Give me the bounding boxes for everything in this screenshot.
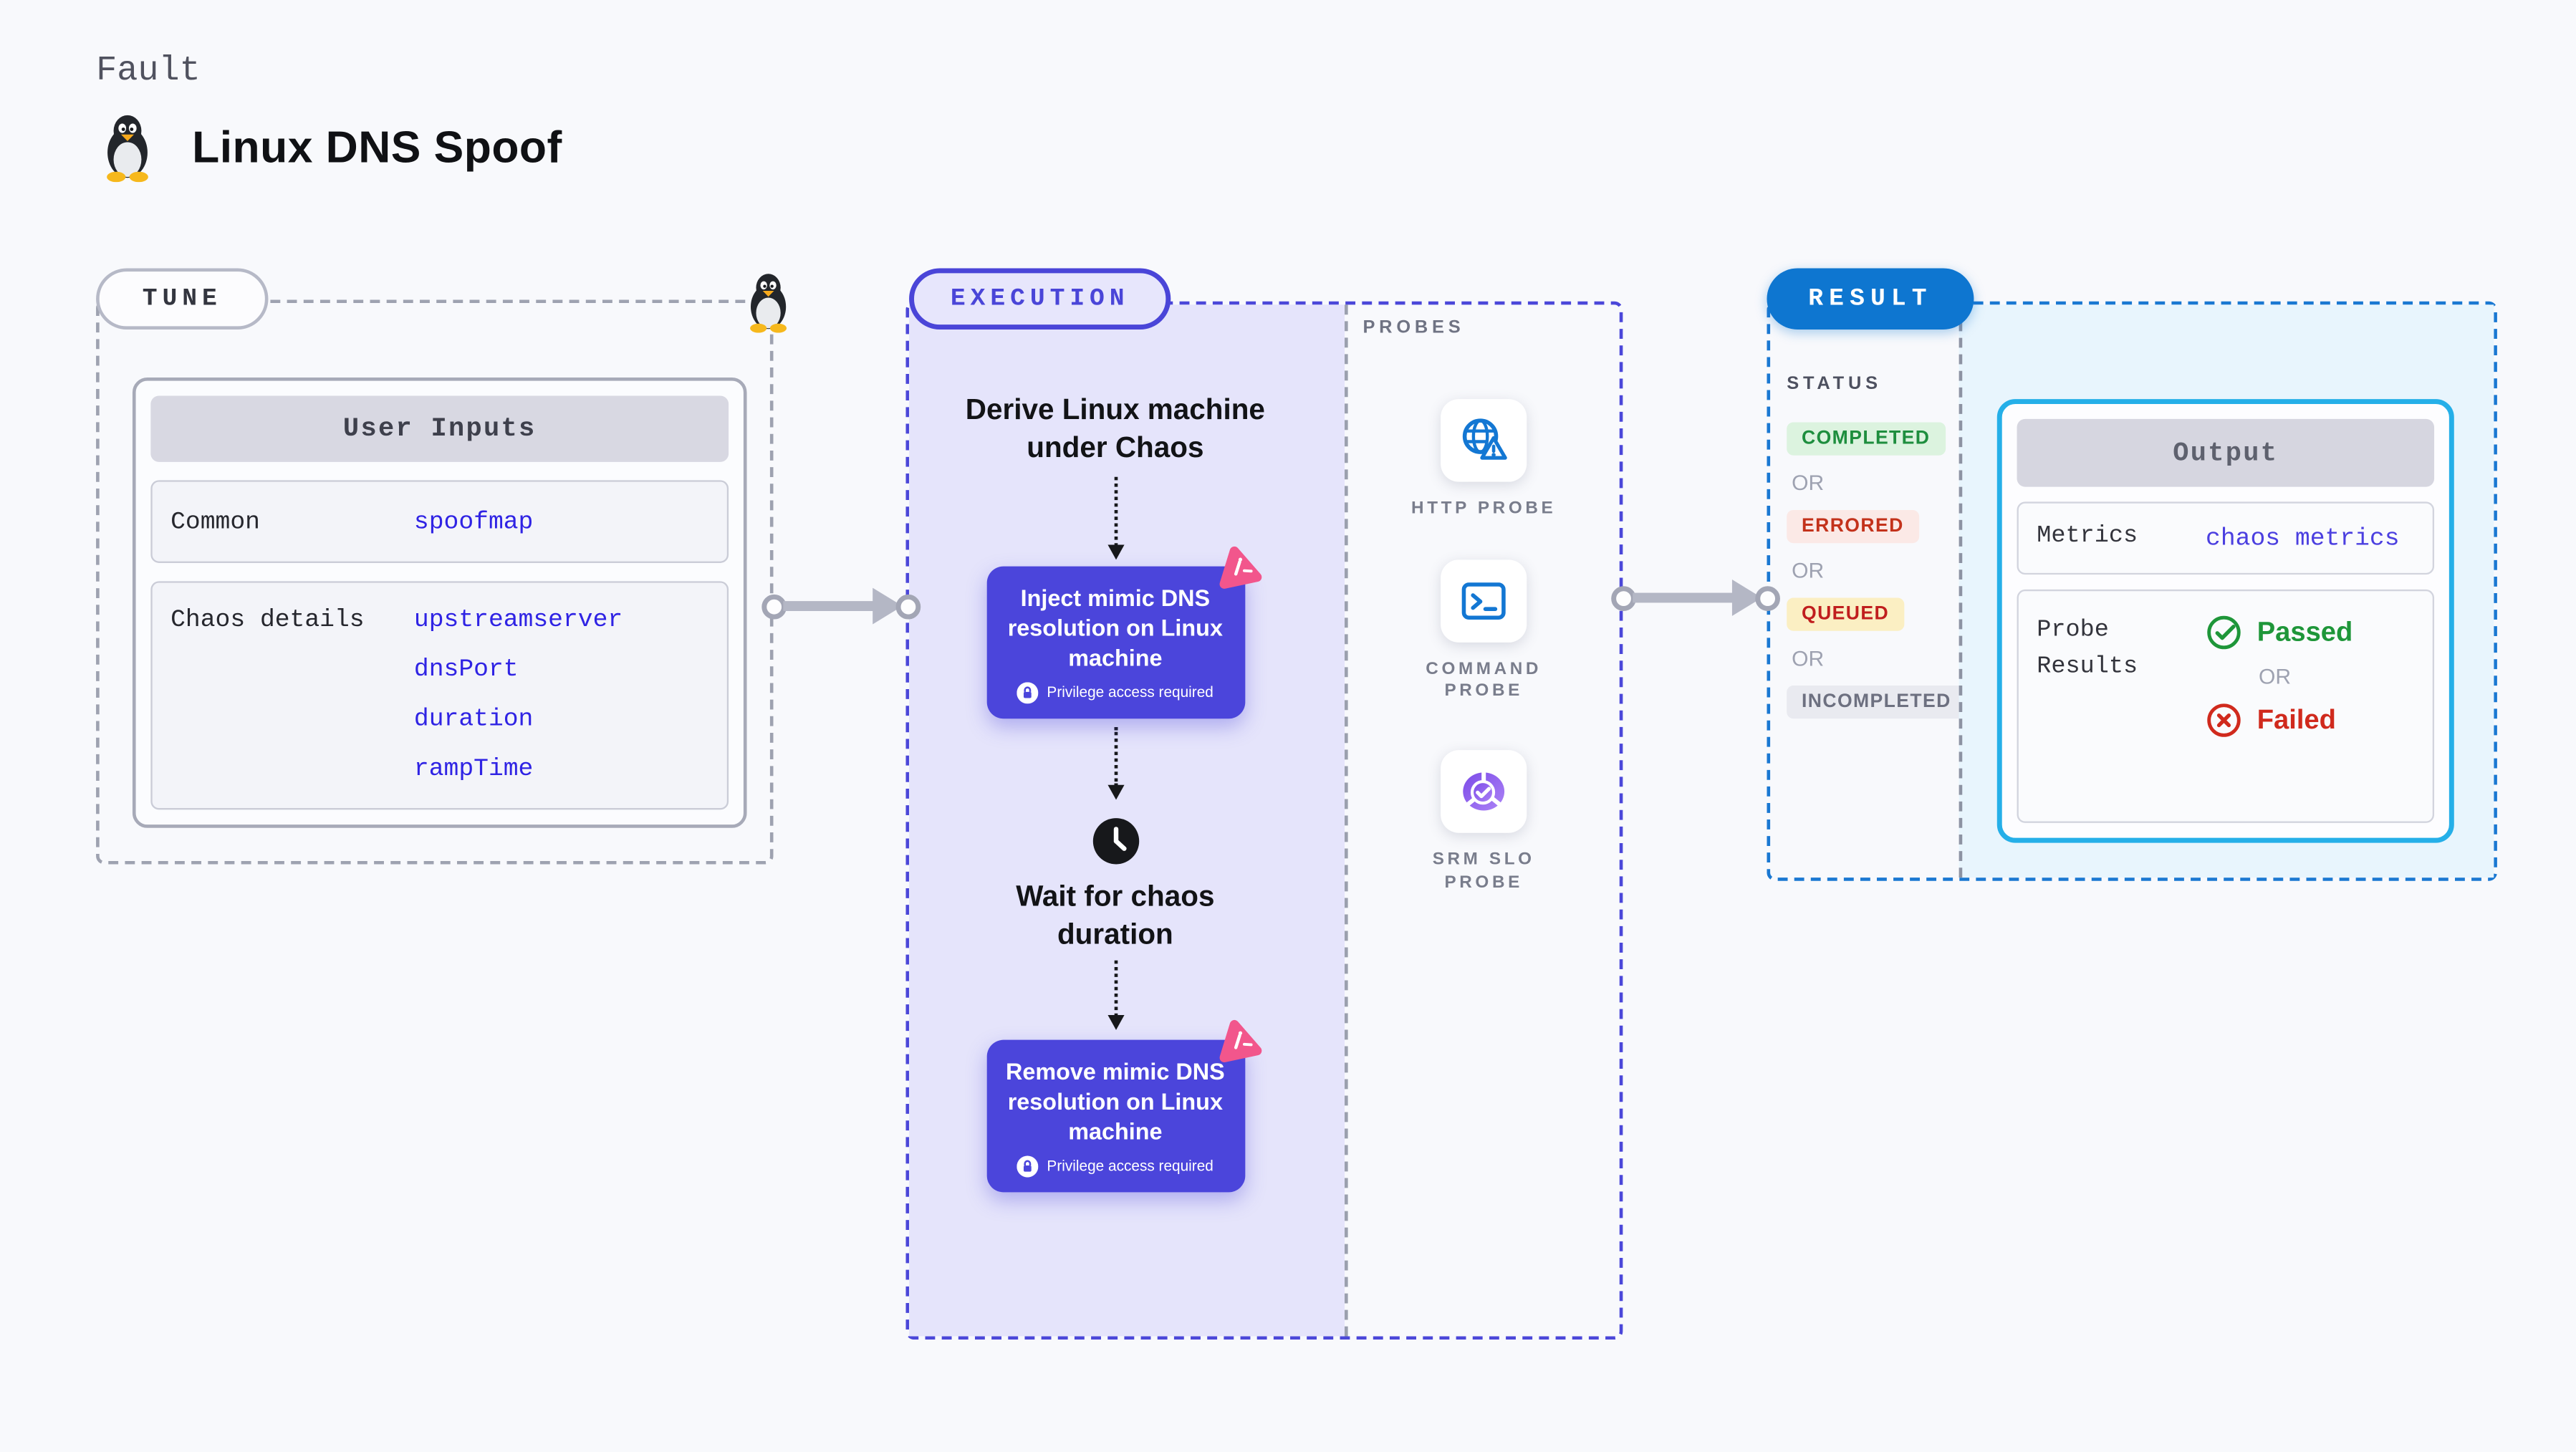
probe-card xyxy=(1441,749,1527,833)
chaos-logo-icon xyxy=(1219,1020,1261,1063)
probe-results-label: Probe Results xyxy=(2037,617,2138,681)
probe-results-row: Probe Results Passed OR xyxy=(2017,589,2435,823)
connector-dot xyxy=(1755,585,1780,610)
tux-penguin-icon xyxy=(107,115,148,183)
metrics-row: Metrics chaos metrics xyxy=(2017,501,2435,575)
probes-column: PROBES HTTP PROBE xyxy=(1345,304,1620,1337)
probes-label: PROBES xyxy=(1363,317,1465,338)
status-badge: ERRORED xyxy=(1787,509,1919,544)
arrow-right-connector xyxy=(1611,578,1780,617)
probe-name: COMMAND PROBE xyxy=(1426,658,1542,701)
metrics-label: Metrics xyxy=(2037,523,2138,550)
lock-icon xyxy=(1017,1155,1039,1178)
input-row-chaos-details: Chaos details upstreamserver dnsPort dur… xyxy=(150,581,729,810)
step-inject-label: Inject mimic DNS resolution on Linux mac… xyxy=(1007,585,1223,671)
chaos-logo-icon xyxy=(1219,547,1261,590)
execution-flow-column: Derive Linux machine under Chaos Inject … xyxy=(909,304,1345,1337)
step-remove-label: Remove mimic DNS resolution on Linux mac… xyxy=(1005,1058,1225,1145)
connector-shaft xyxy=(1633,592,1736,603)
output-card: Output Metrics chaos metrics Probe Resul… xyxy=(1996,399,2454,843)
status-badge: INCOMPLETED xyxy=(1787,686,1966,719)
input-value: duration xyxy=(413,705,534,734)
slo-pie-check-icon xyxy=(1463,770,1505,811)
input-value: dnsPort xyxy=(413,655,519,684)
input-value: rampTime xyxy=(413,755,534,784)
probe-outcomes: Passed OR Failed xyxy=(2206,615,2352,739)
privilege-note-label: Privilege access required xyxy=(1047,684,1213,701)
flow-down-arrow xyxy=(1107,726,1124,800)
input-value: spoofmap xyxy=(413,507,534,536)
probe-name: HTTP PROBE xyxy=(1411,498,1557,519)
user-inputs-title: User Inputs xyxy=(150,395,729,462)
or-label: OR xyxy=(2259,663,2292,689)
connector-shaft xyxy=(783,601,876,611)
privilege-note-label: Privilege access required xyxy=(1047,1158,1213,1175)
or-label: OR xyxy=(1792,558,1825,583)
tune-section-box xyxy=(96,299,774,865)
page-title-row: Linux DNS Spoof xyxy=(100,112,562,183)
check-circle-icon xyxy=(2207,615,2241,650)
fault-eyebrow: Fault xyxy=(96,52,201,92)
input-label: Common xyxy=(170,507,260,536)
probe-card xyxy=(1441,559,1527,643)
probe-card xyxy=(1441,399,1527,482)
output-title: Output xyxy=(2017,418,2435,487)
tux-penguin-icon xyxy=(750,274,787,333)
connector-dot xyxy=(895,593,921,619)
execution-pill: EXECUTION xyxy=(909,268,1171,330)
input-value: upstreamserver xyxy=(413,606,623,635)
probe-http: HTTP PROBE xyxy=(1391,399,1577,521)
privilege-note: Privilege access required xyxy=(999,1155,1231,1178)
flow-down-arrow xyxy=(1107,960,1124,1031)
status-badge: QUEUED xyxy=(1787,597,1904,631)
probe-name: SRM SLO PROBE xyxy=(1432,849,1535,892)
input-label: Chaos details xyxy=(170,606,365,635)
chaos-detail-values: upstreamserver dnsPort duration rampTime xyxy=(414,606,623,783)
globe-warning-icon xyxy=(1462,418,1507,460)
probe-srm-slo: SRM SLO PROBE xyxy=(1391,749,1577,895)
clock-icon xyxy=(1090,816,1140,865)
privilege-note: Privilege access required xyxy=(999,682,1231,704)
probe-command: COMMAND PROBE xyxy=(1391,559,1577,703)
step-inject-node: Inject mimic DNS resolution on Linux mac… xyxy=(986,547,1261,719)
status-badge: COMPLETED xyxy=(1787,422,1946,456)
step-remove-node: Remove mimic DNS resolution on Linux mac… xyxy=(986,1020,1261,1192)
metrics-value: chaos metrics xyxy=(2206,524,2400,552)
input-row-common: Common spoofmap xyxy=(150,480,729,563)
or-label: OR xyxy=(1792,470,1825,496)
or-label: OR xyxy=(1792,645,1825,671)
tune-pill: TUNE xyxy=(96,268,269,330)
step-wait: Wait for chaos duration xyxy=(1016,879,1215,951)
result-pill: RESULT xyxy=(1767,268,1974,330)
failed-label: Failed xyxy=(2257,704,2336,735)
x-circle-icon xyxy=(2207,703,2241,737)
output-column: Output Metrics chaos metrics Probe Resul… xyxy=(1959,304,2494,878)
status-column: STATUS COMPLETED OR ERRORED OR QUEUED OR… xyxy=(1770,304,1966,878)
arrow-right-connector xyxy=(761,586,921,625)
terminal-icon xyxy=(1461,582,1506,620)
result-section-box: STATUS COMPLETED OR ERRORED OR QUEUED OR… xyxy=(1767,301,2497,881)
passed-label: Passed xyxy=(2257,617,2353,647)
execution-section-box: Derive Linux machine under Chaos Inject … xyxy=(905,301,1623,1340)
outcome-failed: Failed xyxy=(2206,702,2352,739)
page-title: Linux DNS Spoof xyxy=(192,121,562,172)
outcome-passed: Passed xyxy=(2206,615,2352,651)
step-derive: Derive Linux machine under Chaos xyxy=(965,392,1265,464)
flow-down-arrow xyxy=(1107,477,1124,560)
status-label: STATUS xyxy=(1787,374,1882,395)
lock-icon xyxy=(1017,682,1039,704)
user-inputs-card: User Inputs Common spoofmap Chaos detail… xyxy=(132,378,747,828)
